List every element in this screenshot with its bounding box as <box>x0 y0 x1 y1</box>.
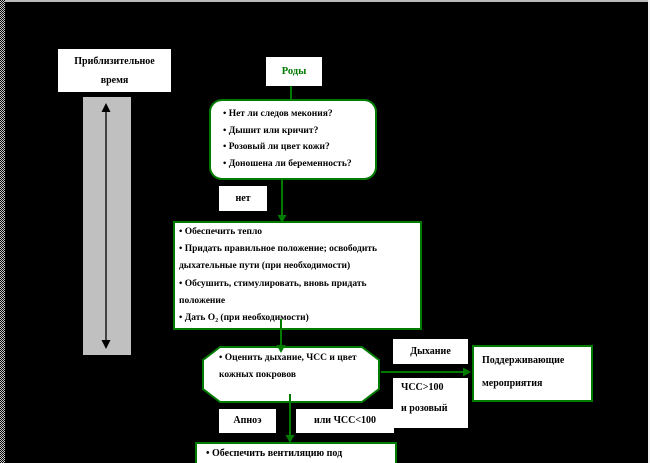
or-hr-label: или ЧСС<100 <box>313 415 377 426</box>
apnea-label-box: Апноэ <box>219 409 276 433</box>
question-item: Нет ли следов мекония? <box>223 106 373 123</box>
approximate-time-box: Приблизительное время <box>58 49 171 92</box>
action-item: Обсушить, стимулировать, вновь придать п… <box>179 276 407 310</box>
or-hr-label-box: или ЧСС<100 <box>296 409 394 433</box>
action-item: Обеспечить тепло <box>179 224 407 241</box>
timeline-bar <box>83 97 131 355</box>
ventilation-node: Обеспечить вентиляцию под <box>195 442 397 463</box>
hr-pink-line1: ЧСС>100 <box>401 382 444 393</box>
actions-node: Обеспечить тепло Придать правильное поло… <box>173 221 422 330</box>
start-node: Роды <box>266 57 322 86</box>
no-label-box: нет <box>219 186 267 211</box>
action-item: Дать О₂ (при необходимости) <box>179 310 407 327</box>
breathing-label: Дыхание <box>410 346 451 357</box>
breathing-label-box: Дыхание <box>393 339 468 364</box>
question-item: Розовый ли цвет кожи? <box>223 139 373 156</box>
support-line2: мероприятия <box>482 378 543 389</box>
assess-label: Оценить дыхание, ЧСС и цвет кожных покро… <box>219 350 369 384</box>
assess-node: Оценить дыхание, ЧСС и цвет кожных покро… <box>202 346 380 403</box>
approximate-time-line2: время <box>100 75 129 86</box>
frame-right-border <box>648 0 650 463</box>
hr-pink-line2: и розовый <box>401 402 448 414</box>
questions-node: Нет ли следов мекония? Дышит или кричит?… <box>209 99 377 180</box>
action-item: Придать правильное положение; освободить… <box>179 241 407 275</box>
support-node: Поддерживающие мероприятия <box>472 345 593 402</box>
hr-pink-box: ЧСС>100 и розовый <box>393 378 468 428</box>
apnea-label: Апноэ <box>233 415 262 426</box>
ventilation-label: Обеспечить вентиляцию под <box>206 448 395 459</box>
arrowhead-assess-support <box>463 367 471 377</box>
question-item: Доношена ли беременность? <box>223 156 373 173</box>
frame-left-border <box>0 0 5 463</box>
approximate-time-line1: Приблизительное <box>74 56 155 67</box>
no-label: нет <box>235 193 251 204</box>
frame-top-border <box>0 0 650 2</box>
question-item: Дышит или кричит? <box>223 123 373 140</box>
support-line1: Поддерживающие <box>482 355 565 366</box>
start-node-label: Роды <box>281 66 307 77</box>
